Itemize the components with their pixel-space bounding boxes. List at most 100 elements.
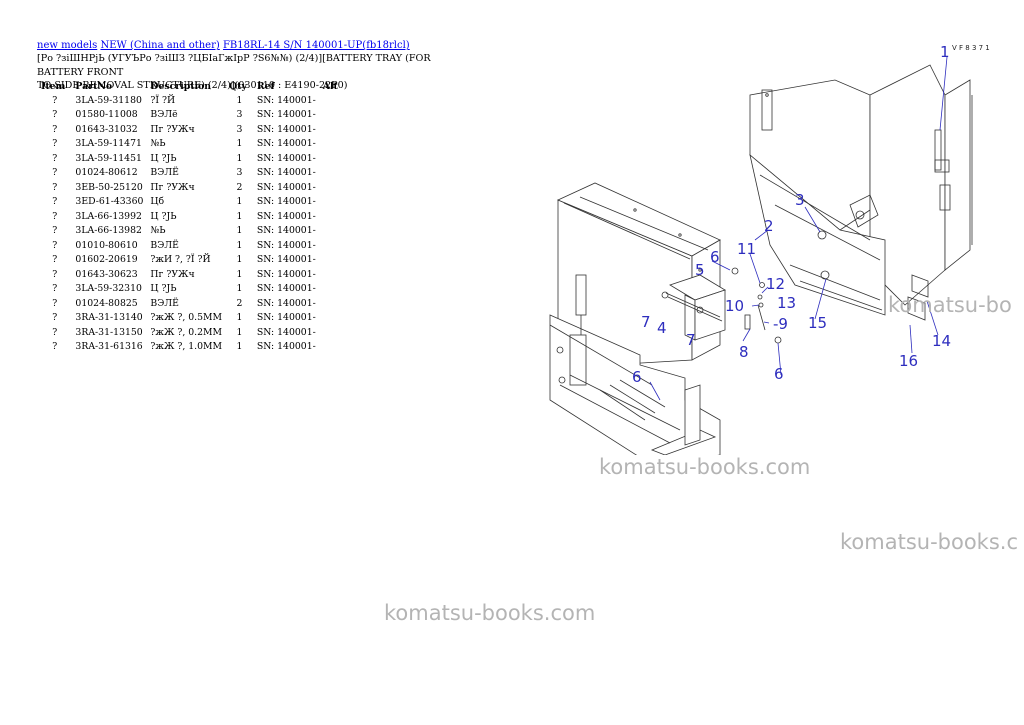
- cell-qty: 3: [236, 167, 243, 179]
- breadcrumb-link-model[interactable]: FB18RL-14 S/N 140001-UP(fb18rlcl): [222, 40, 410, 51]
- parts-table: Item PartNo Description Qty Ref Alt ?3LA…: [37, 79, 344, 354]
- cell-partno: 01643-30623: [75, 268, 138, 280]
- cell-ref: SN: 140001-: [256, 196, 316, 208]
- cell-partno: 3EB-50-25120: [75, 181, 143, 193]
- cell-item: ?: [52, 341, 58, 353]
- cell-alt: [319, 151, 344, 166]
- cell-alt: [319, 253, 344, 268]
- watermark-right: komatsu-books.c: [840, 530, 1018, 554]
- cell-partno: 3LA-59-31180: [75, 94, 142, 106]
- cell-item: ?: [52, 167, 58, 179]
- tray-base-frame: [549, 274, 721, 455]
- breadcrumb-link-new-models[interactable]: new models: [37, 40, 98, 51]
- watermark-lower-left: komatsu-books.com: [384, 601, 596, 625]
- cell-ref: SN: 140001-: [256, 239, 316, 251]
- cell-description: Ц ?ЈЬ: [150, 210, 177, 222]
- watermark-diagram: komatsu-bo: [888, 293, 1012, 317]
- cell-alt: [319, 180, 344, 195]
- cell-qty: 1: [236, 312, 243, 324]
- callout-labels: 1 V F 8 3 7 1 2 3 4 5 6 6 6 7 7 8 -9 10 …: [632, 43, 990, 386]
- cell-partno: 3RA-31-61316: [75, 341, 143, 353]
- cell-item: ?: [52, 225, 58, 237]
- cell-qty: 2: [236, 297, 243, 309]
- cell-ref: SN: 140001-: [256, 254, 316, 266]
- cell-ref: SN: 140001-: [256, 167, 316, 179]
- cell-alt: [319, 325, 344, 340]
- battery-tray-box: [557, 182, 721, 369]
- cell-qty: 1: [236, 94, 243, 106]
- cell-alt: [319, 195, 344, 210]
- drawing-code: V F 8 3 7 1: [952, 44, 990, 52]
- cell-description: №Ь: [150, 138, 166, 150]
- cell-alt: [319, 166, 344, 181]
- cell-partno: 3LA-59-11451: [75, 152, 142, 164]
- cell-alt: [319, 340, 344, 355]
- cell-ref: SN: 140001-: [256, 181, 316, 193]
- cell-item: ?: [52, 109, 58, 121]
- cell-description: ВЭЛЁ: [150, 239, 179, 251]
- cell-ref: SN: 140001-: [256, 297, 316, 309]
- cell-description: ВЭЛЁ: [150, 297, 179, 309]
- cell-ref: SN: 140001-: [256, 268, 316, 280]
- cell-alt: [319, 137, 344, 152]
- cell-item: ?: [52, 254, 58, 266]
- table-row: ? 3LA-59-11451 Ц ?ЈЬ 1 SN: 140001-: [37, 151, 344, 166]
- cell-description: ВЭЛЁ: [150, 167, 179, 179]
- cell-alt: [319, 122, 344, 137]
- cell-qty: 1: [236, 283, 243, 295]
- cell-ref: SN: 140001-: [256, 138, 316, 150]
- table-header-row: Item PartNo Description Qty Ref Alt: [37, 79, 344, 93]
- breadcrumb-link-region[interactable]: NEW (China and other): [100, 40, 220, 51]
- chassis-frame: [749, 64, 973, 321]
- cell-item: ?: [52, 152, 58, 164]
- callout-leader-lines: [649, 56, 948, 401]
- cell-alt: [319, 209, 344, 224]
- cell-item: ?: [52, 326, 58, 338]
- cell-ref: SN: 140001-: [256, 312, 316, 324]
- cell-description: Ц ?ЈЬ: [150, 152, 177, 164]
- callout-8: 8: [739, 343, 749, 361]
- cell-description: Ц ?ЈЬ: [150, 283, 177, 295]
- page-title-line-2: TO SIDE REMOVAL STRUCTURE) (2/4)](030110…: [37, 80, 348, 91]
- page-title-line-1: [Ро ?зіШНРјЬ (УГУЪРо ?зіШЗ ?ЦБІаГжІрР ?S…: [37, 53, 431, 78]
- cell-description: Пг ?УЖч: [150, 268, 195, 280]
- cell-alt: [319, 93, 344, 108]
- cell-ref: SN: 140001-: [256, 210, 316, 222]
- callout-1: 1: [940, 43, 950, 61]
- callout-5: 5: [695, 261, 705, 279]
- cell-partno: 01643-31032: [75, 123, 138, 135]
- column-header-ref: Ref: [256, 80, 275, 92]
- callout-14: 14: [932, 332, 951, 350]
- watermark-center: komatsu-books.com: [599, 455, 811, 479]
- cell-description: ?Ї ?Й: [150, 94, 176, 106]
- callout-13: 13: [777, 294, 796, 312]
- cell-qty: 1: [236, 225, 243, 237]
- cell-partno: 3LA-59-11471: [75, 138, 142, 150]
- cell-item: ?: [52, 283, 58, 295]
- cell-ref: SN: 140001-: [256, 152, 316, 164]
- cell-qty: 1: [236, 152, 243, 164]
- cell-ref: SN: 140001-: [256, 109, 316, 121]
- cell-partno: 01024-80825: [75, 297, 138, 309]
- cell-partno: 3RA-31-13140: [75, 312, 143, 324]
- cell-partno: 3ED-61-43360: [75, 196, 144, 208]
- cell-ref: SN: 140001-: [256, 283, 316, 295]
- cell-alt: [319, 311, 344, 326]
- cell-description: ?жЖ ?, 0.2MM: [150, 326, 223, 338]
- cell-qty: 2: [236, 181, 243, 193]
- cell-description: ВЭЛё: [150, 109, 178, 121]
